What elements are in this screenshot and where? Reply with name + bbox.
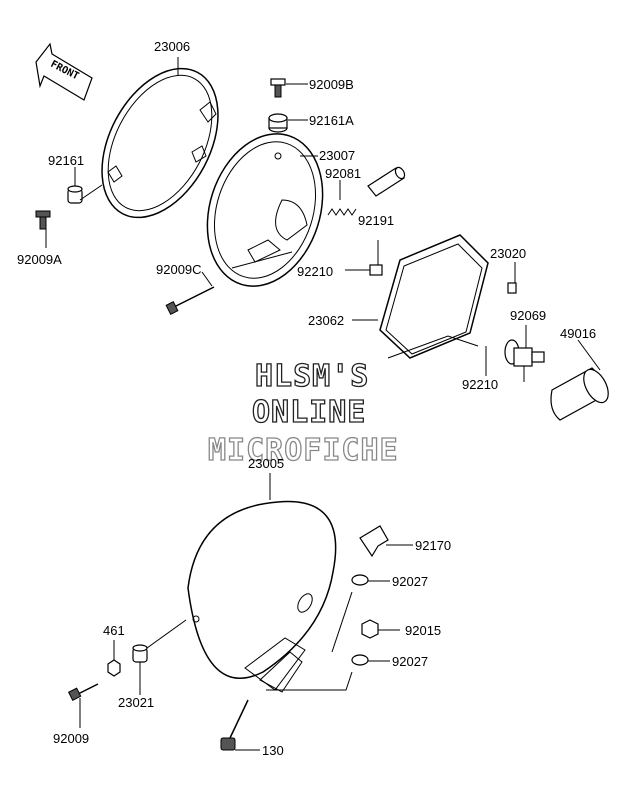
label-92161a: 92161A	[309, 113, 354, 128]
spring-92081-icon[interactable]	[327, 208, 357, 216]
watermark-line-1: HLSM'S	[255, 359, 369, 394]
label-92170: 92170	[415, 538, 451, 553]
tube-92191-icon[interactable]	[367, 166, 406, 197]
label-92210-top: 92210	[297, 264, 333, 279]
label-92161: 92161	[48, 153, 84, 168]
label-23021: 23021	[118, 695, 154, 710]
washer-92027-bottom-icon[interactable]	[351, 654, 369, 666]
label-92009: 92009	[53, 731, 89, 746]
label-92081: 92081	[325, 166, 361, 181]
label-92191: 92191	[358, 213, 394, 228]
clip-92170-icon[interactable]	[359, 525, 389, 558]
clip-92210-top-icon[interactable]	[369, 264, 383, 276]
cap-49016-icon[interactable]	[550, 365, 613, 421]
label-92027-top: 92027	[392, 574, 428, 589]
label-23062: 23062	[308, 313, 344, 328]
headlight-housing-23007[interactable]	[189, 119, 342, 301]
label-23007: 23007	[319, 148, 355, 163]
label-461: 461	[103, 623, 125, 638]
washer-92027-top-icon[interactable]	[351, 574, 369, 586]
label-92009b: 92009B	[309, 77, 354, 92]
label-92210-bottom: 92210	[462, 377, 498, 392]
screw-92009c-icon[interactable]	[165, 286, 215, 315]
label-23006: 23006	[154, 39, 190, 54]
bolt-130-icon[interactable]	[220, 699, 249, 751]
label-23020: 23020	[490, 246, 526, 261]
socket-23020-icon[interactable]	[507, 282, 517, 294]
grommet-92161a-icon[interactable]	[268, 113, 288, 133]
label-92009c: 92009C	[156, 262, 202, 277]
watermark-line-2: ONLINE	[252, 395, 366, 430]
nut-461-icon[interactable]	[107, 659, 121, 677]
label-92069: 92069	[510, 308, 546, 323]
bulb-92069-icon[interactable]	[504, 339, 545, 382]
headlight-shell-23005[interactable]	[187, 500, 337, 693]
front-arrow-icon: FRONT	[35, 42, 93, 101]
label-49016: 49016	[560, 326, 596, 341]
screw-92009-icon[interactable]	[67, 683, 99, 701]
watermark-line-3: MICROFICHE	[208, 433, 399, 468]
headlight-bracket-23062[interactable]	[379, 234, 489, 359]
collar-23021-icon[interactable]	[132, 644, 148, 663]
label-92027-bottom: 92027	[392, 654, 428, 669]
label-23005: 23005	[248, 456, 284, 471]
label-92009a: 92009A	[17, 252, 62, 267]
label-130: 130	[262, 743, 284, 758]
screw-92009a-icon[interactable]	[35, 210, 51, 230]
grommet-92161-icon[interactable]	[67, 185, 83, 204]
nut-92015-icon[interactable]	[361, 619, 379, 639]
headlight-rim-ring[interactable]	[78, 49, 241, 237]
label-92015: 92015	[405, 623, 441, 638]
screw-92009b-icon[interactable]	[270, 78, 286, 98]
